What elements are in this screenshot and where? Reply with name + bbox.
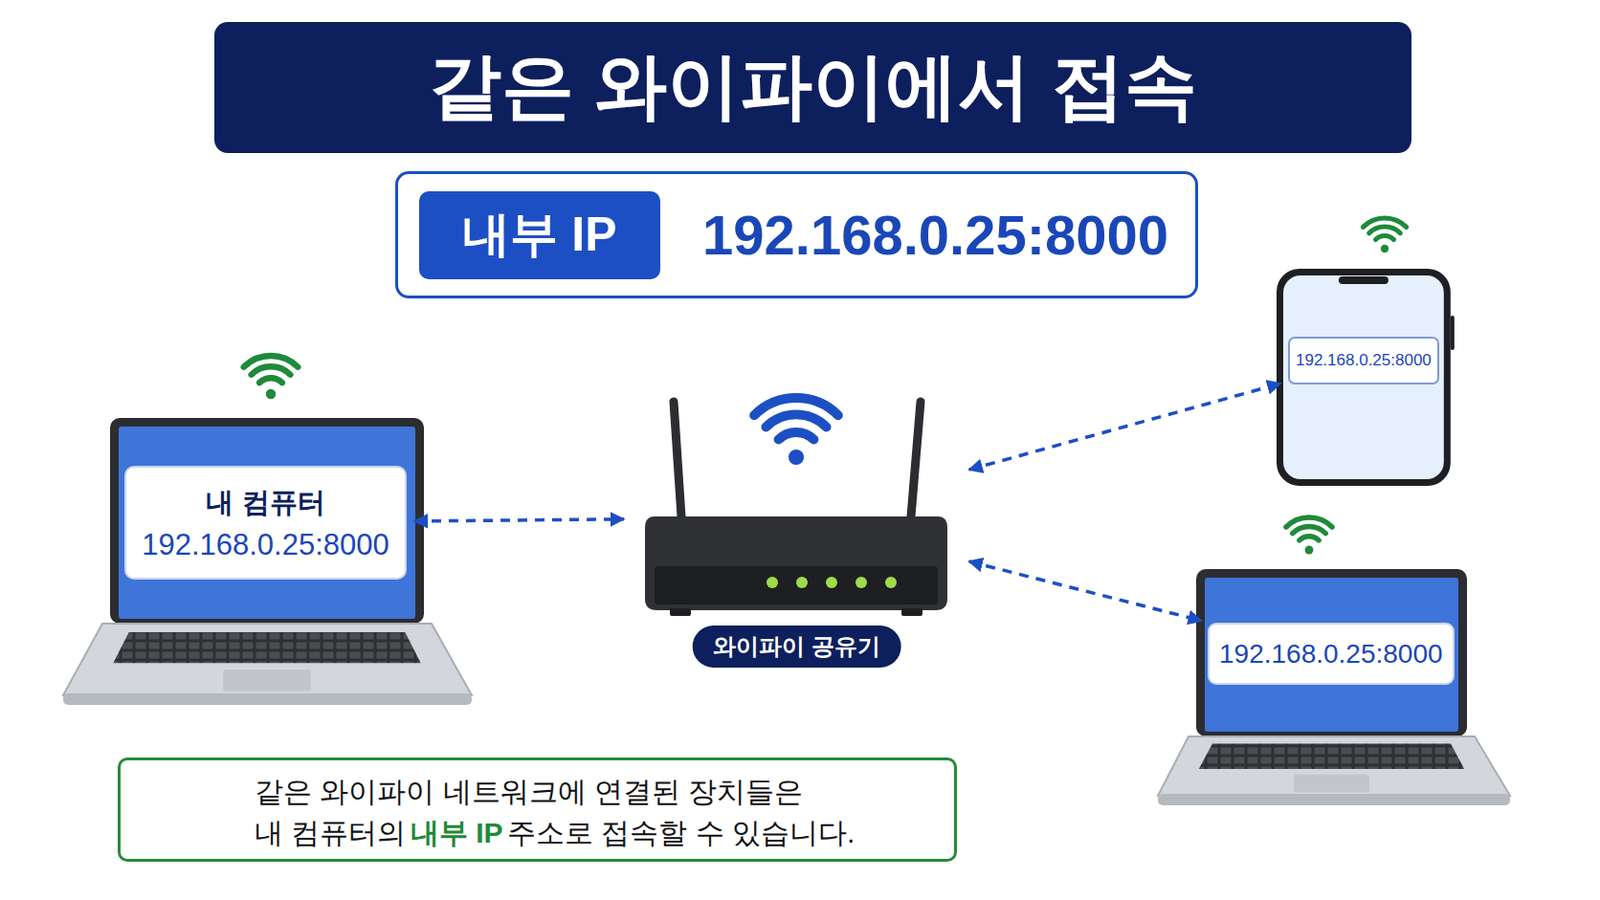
wifi-dot [788, 449, 804, 466]
dashed-connector [414, 519, 624, 522]
title-text: 같은 와이파이에서 접속 [428, 38, 1197, 137]
note-highlight: 내부 IP [410, 817, 504, 849]
note-line: 같은 와이파이 네트워크에 연결된 장치들은 [254, 774, 926, 816]
label-pill: 내부 IP [419, 191, 661, 280]
phone-frame [1276, 268, 1451, 487]
led [825, 577, 838, 589]
note-text: 내 컴퓨터의 [254, 817, 406, 849]
laptop-bezel [1196, 569, 1467, 737]
laptop-front [63, 693, 472, 706]
laptop-base [1157, 736, 1511, 797]
wifi-icon [244, 355, 299, 400]
title-bar: 같은 와이파이에서 접속 [214, 22, 1412, 154]
wifi-arc [244, 355, 299, 368]
wifi-arc [1362, 218, 1406, 227]
wifi-arc [1369, 226, 1401, 234]
phone-button [1450, 315, 1455, 351]
dashed-connector [969, 561, 1202, 622]
laptop-front [1157, 794, 1511, 806]
note-text: 같은 와이파이 네트워크에 연결된 장치들은 [254, 776, 803, 808]
laptop-screen [118, 426, 416, 620]
note-line: 내 컴퓨터의 내부 IP 주소로 접속할 수 있습니다. [254, 815, 926, 857]
keyboard [112, 632, 421, 664]
led [855, 577, 867, 589]
antenna [911, 401, 921, 517]
device-label: 192.168.0.25:8000 [1207, 622, 1455, 686]
device-name: 내 컴퓨터 [205, 484, 325, 523]
led [766, 577, 778, 589]
device-label: 192.168.0.25:8000 [1288, 336, 1440, 385]
wifi-icon [1286, 517, 1333, 555]
ip-address: 192.168.0.25:8000 [702, 202, 1169, 267]
wifi-arc [1292, 527, 1327, 534]
wifi-arc [1299, 536, 1319, 541]
pill-text: 내부 IP [462, 202, 617, 267]
router-label: 와이파이 공유기 [712, 633, 881, 660]
device-label: 내 컴퓨터 192.168.0.25:8000 [124, 466, 407, 580]
wifi-dot [1380, 244, 1389, 253]
phone-screen [1283, 275, 1445, 480]
dashed-connector [969, 383, 1282, 470]
laptop-base [63, 623, 472, 696]
wifi-icon [1362, 218, 1406, 253]
router-foot [669, 608, 691, 617]
trackpad [1293, 775, 1370, 794]
keyboard [1199, 743, 1465, 770]
note-text: 주소로 접속할 수 있습니다. [507, 817, 855, 849]
laptop-screen [1204, 577, 1459, 733]
laptop-bezel [110, 418, 424, 624]
ip-address: 192.168.0.25:8000 [1295, 351, 1432, 371]
wifi-arc [259, 377, 283, 383]
phone-notch [1338, 276, 1389, 285]
antenna [673, 401, 682, 517]
wifi-arc [1286, 517, 1333, 528]
router: 와이파이 공유기 [631, 363, 962, 672]
router-front [654, 566, 938, 605]
wifi-arc [1375, 236, 1394, 241]
wifi-arc [778, 432, 815, 441]
note-box: 같은 와이파이 네트워크에 연결된 장치들은내 컴퓨터의 내부 IP 주소로 접… [117, 757, 957, 863]
led [885, 577, 897, 589]
router-body [644, 516, 948, 611]
wifi-dot [1305, 546, 1314, 556]
led [796, 577, 808, 589]
router-foot [901, 608, 923, 617]
ip-address: 192.168.0.25:8000 [1219, 639, 1444, 670]
wifi-arc [765, 414, 826, 427]
ip-address: 192.168.0.25:8000 [141, 528, 390, 563]
wifi-arc [251, 366, 291, 375]
router-label-pill: 와이파이 공유기 [691, 625, 902, 668]
wifi-dot [266, 389, 276, 400]
wifi-arc [754, 398, 839, 416]
trackpad [222, 669, 312, 692]
ip-box: 내부 IP 192.168.0.25:8000 [395, 171, 1199, 299]
wifi-icon [754, 398, 839, 466]
